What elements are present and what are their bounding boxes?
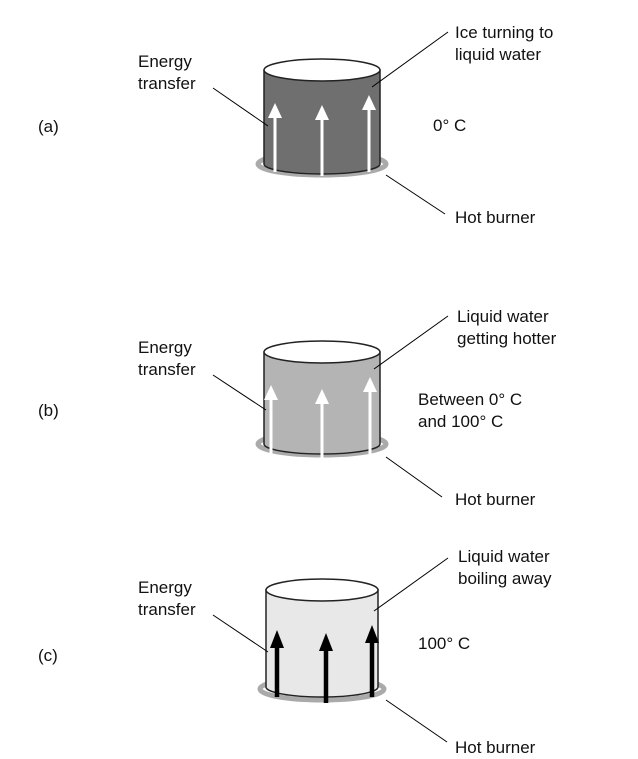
pointer-content-b — [373, 315, 449, 370]
temperature-label-a: 0° C — [433, 116, 467, 135]
temperature-label-b: Between 0° C and 100° C — [418, 390, 523, 431]
content-label-b: Liquid water getting hotter — [457, 307, 557, 348]
pointer-energy-b — [212, 374, 267, 411]
pointer-energy-a — [212, 87, 269, 127]
burner-label-b: Hot burner — [455, 490, 536, 509]
content-label-a: Ice turning to liquid water — [455, 23, 554, 64]
energy-transfer-label-c: Energy transfer — [138, 578, 196, 619]
content-label-c: Liquid water boiling away — [458, 547, 552, 588]
pointer-burner-c — [385, 699, 448, 743]
energy-arrows-b — [264, 377, 377, 458]
pointer-content-a — [371, 31, 449, 88]
panel-letter-c: (c) — [38, 646, 58, 665]
pointer-burner-b — [385, 456, 443, 498]
pointer-energy-c — [212, 614, 269, 653]
temperature-label-c: 100° C — [418, 634, 471, 653]
container-c — [265, 578, 379, 698]
energy-transfer-label-a: Energy transfer — [138, 52, 196, 93]
panel-letter-a: (a) — [38, 117, 59, 136]
panel-letter-b: (b) — [38, 401, 59, 420]
energy-arrows-c — [270, 625, 379, 703]
burner-label-c: Hot burner — [455, 738, 536, 757]
pointer-content-c — [373, 557, 449, 612]
pointer-burner-a — [385, 174, 446, 215]
energy-arrows-a — [268, 95, 376, 176]
energy-transfer-label-b: Energy transfer — [138, 338, 196, 379]
burner-label-a: Hot burner — [455, 208, 536, 227]
